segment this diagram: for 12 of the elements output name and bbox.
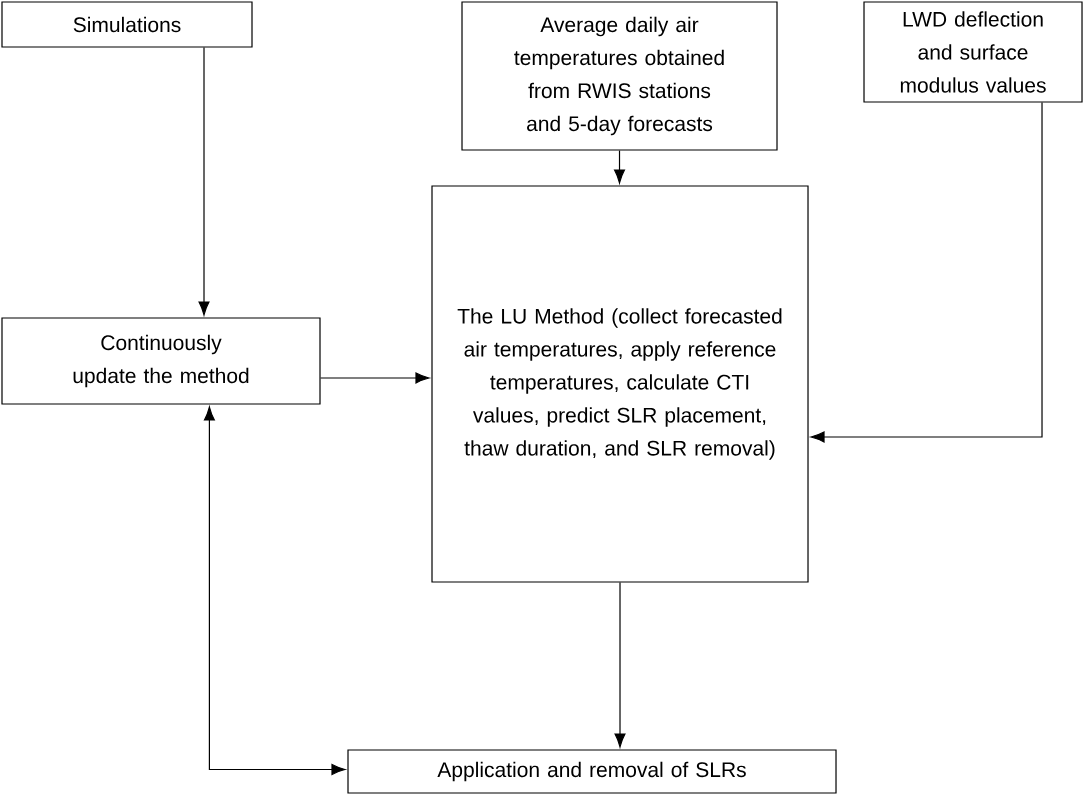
process-box: Simulations (1, 1, 253, 48)
process-box: Application and removal of SLRs (347, 749, 837, 794)
process-box: The LU Method (collect forecasted air temperatures, apply reference temperatures, calculate CTI values, predict SLR placement, thaw duration, and SLR removal) (431, 185, 809, 583)
process-box: LWD deflection and surface modulus values (863, 1, 1083, 103)
arrow (203, 406, 346, 776)
process-box: Continuously update the method (1, 317, 321, 405)
arrow (613, 150, 626, 184)
arrow (198, 47, 210, 316)
arrow (614, 582, 626, 748)
process-box: Average daily air temperatures obtained from RWIS stations and 5-day forecasts (461, 1, 778, 151)
arrow (320, 372, 430, 384)
arrow (810, 102, 1043, 443)
